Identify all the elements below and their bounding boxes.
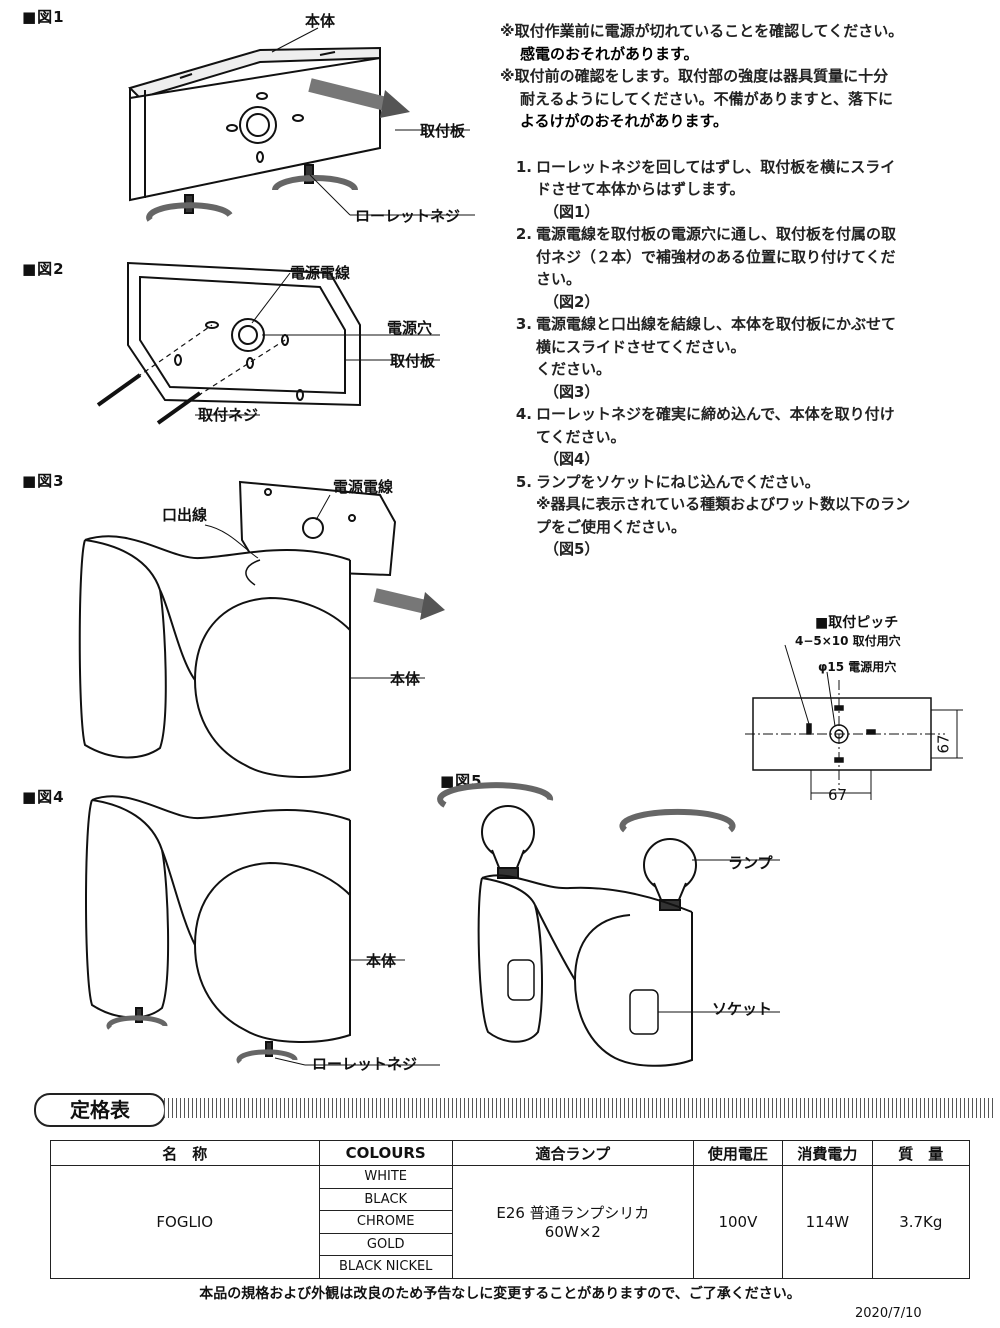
step-line: プをご使用ください。	[536, 517, 687, 536]
spec-lamp-line1: E26 普通ランプシリカ	[496, 1204, 650, 1223]
step-number: 3.	[515, 315, 532, 333]
pitch-power-hole-label: φ15 電源用穴	[818, 660, 897, 674]
spec-voltage: 100V	[692, 1165, 784, 1279]
fig2-wire-label: 電源電線	[290, 264, 351, 282]
step-figure-ref: （図3）	[544, 382, 600, 401]
spec-power: 114W	[782, 1165, 873, 1279]
colour-white: WHITE	[318, 1165, 453, 1189]
header-colours: COLOURS	[318, 1140, 453, 1166]
header-name: 名 称	[50, 1140, 320, 1166]
fig1-screw-label: ローレットネジ	[355, 207, 461, 225]
spec-lamp: E26 普通ランプシリカ 60W×2	[451, 1165, 694, 1279]
fig4-title: ■図4	[22, 788, 65, 806]
step-3: 3.電源電線と口出線を結線し、本体を取付板にかぶせて横にスライドさせてください。…	[500, 313, 980, 403]
colour-chrome: CHROME	[318, 1210, 453, 1234]
step-figure-ref: （図5）	[544, 540, 600, 558]
step-line: 電源電線と口出線を結線し、本体を取付板にかぶせて	[536, 315, 897, 333]
fig2-drawing	[96, 261, 440, 425]
step-line: 電源電線を取付板の電源穴に通し、取付板を付属の取	[536, 225, 897, 243]
warning-2a: ※取付前の確認をします。取付部の強度は器具質量に十分	[500, 67, 889, 85]
warning-2c: よるけがのおそれがあります。	[520, 112, 729, 130]
fig3-wire-label: 電源電線	[333, 478, 394, 496]
warning-2b: 耐えるようにしてください。不備がありますと、落下に	[520, 89, 894, 108]
fig1-plate-label: 取付板	[420, 122, 466, 140]
spec-table: 名 称 COLOURS 適合ランプ 使用電圧 消費電力 質 量 FOGLIO W…	[50, 1140, 971, 1279]
step-text: ローレットネジを回してはずし、取付板を横にスライドさせて本体からはずします。 （図…	[536, 156, 895, 224]
step-2: 2.電源電線を取付板の電源穴に通し、取付板を付属の取付ネジ（２本）で補強材のある…	[500, 223, 980, 313]
fig1-drawing	[128, 27, 475, 222]
step-number: 1.	[515, 157, 532, 176]
spec-lamp-line2: 60W×2	[544, 1223, 601, 1242]
fig1-body-label: 本体	[305, 12, 336, 30]
pitch-dim-vertical: 67	[934, 734, 953, 754]
step-line: てください。	[536, 427, 626, 446]
fig2-hole-label: 電源穴	[387, 319, 433, 337]
step-5: 5.ランプをソケットにねじ込んでください。 ※器具に表示されている種類およびワット…	[500, 471, 980, 561]
fig3-drawing	[78, 480, 445, 780]
step-line: 横にスライドさせてください。	[536, 337, 746, 356]
step-line: ※器具に表示されている種類およびワット数以下のラン	[536, 495, 911, 513]
colour-black: BLACK	[318, 1187, 453, 1211]
step-figure-ref: （図1）	[544, 202, 600, 221]
step-4: 4.ローレットネジを確実に締め込んで、本体を取り付けてください。 （図4）	[500, 403, 980, 471]
fig3-body-label: 本体	[390, 670, 421, 688]
step-line: ドさせて本体からはずします。	[536, 180, 745, 198]
fig1-title: ■図1	[22, 8, 65, 26]
pitch-holes-label: 4−5×10 取付用穴	[795, 634, 901, 648]
spec-weight: 3.7Kg	[871, 1165, 971, 1279]
spec-title: 定格表	[34, 1093, 166, 1127]
fig4-drawing	[85, 795, 440, 1066]
header-power: 消費電力	[782, 1140, 873, 1166]
pitch-title: ■取付ピッチ	[815, 615, 899, 631]
fig5-drawing	[437, 782, 780, 1067]
pitch-dim-horizontal: 67	[828, 786, 848, 804]
fig3-title: ■図3	[22, 472, 65, 490]
pitch-diagram	[745, 644, 963, 800]
spec-name: FOGLIO	[50, 1165, 320, 1279]
step-figure-ref: （図4）	[544, 450, 600, 468]
spec-title-hatch	[164, 1098, 996, 1118]
step-number: 5.	[515, 472, 532, 491]
step-number: 4.	[515, 405, 532, 423]
header-lamp: 適合ランプ	[451, 1140, 694, 1166]
warning-1a: ※取付作業前に電源が切れていることを確認してください。	[500, 22, 904, 40]
step-line: さい。	[536, 270, 582, 288]
header-weight: 質 量	[871, 1140, 971, 1166]
fig4-screw-label: ローレットネジ	[312, 1055, 418, 1073]
fig2-screw-label: 取付ネジ	[198, 406, 259, 424]
fig3-outlet-label: 口出線	[162, 506, 208, 524]
colour-gold: GOLD	[318, 1232, 453, 1256]
footer-note: 本品の規格および外観は改良のため予告なしに変更することがありますので、ご了承くだ…	[199, 1286, 801, 1302]
step-figure-ref: （図2）	[544, 292, 600, 311]
step-1: 1.ローレットネジを回してはずし、取付板を横にスライドさせて本体からはずします。…	[500, 156, 980, 224]
footer-date: 2020/7/10	[855, 1306, 922, 1321]
step-line: ローレットネジを確実に締め込んで、本体を取り付け	[536, 405, 895, 423]
fig5-lamp-label: ランプ	[728, 854, 773, 872]
colour-black-nickel: BLACK NICKEL	[318, 1255, 453, 1279]
warning-1b: 感電のおそれがあります。	[520, 44, 699, 63]
fig2-plate-label: 取付板	[390, 352, 436, 370]
step-text: ランプをソケットにねじ込んでください。 ※器具に表示されている種類およびワット数以…	[536, 471, 910, 561]
step-text: 電源電線と口出線を結線し、本体を取付板にかぶせて横にスライドさせてください。くだ…	[536, 313, 896, 403]
header-voltage: 使用電圧	[692, 1140, 784, 1166]
step-line: ランプをソケットにねじ込んでください。	[536, 472, 820, 491]
fig2-title: ■図2	[22, 260, 65, 278]
step-text: 電源電線を取付板の電源穴に通し、取付板を付属の取付ネジ（２本）で補強材のある位置…	[536, 223, 896, 313]
step-line: 付ネジ（２本）で補強材のある位置に取り付けてくだ	[536, 247, 896, 266]
step-line: ローレットネジを回してはずし、取付板を横にスライ	[536, 157, 896, 176]
step-number: 2.	[515, 225, 532, 243]
step-line: ください。	[536, 360, 612, 378]
step-text: ローレットネジを確実に締め込んで、本体を取り付けてください。 （図4）	[536, 403, 895, 471]
fig4-body-label: 本体	[366, 952, 397, 970]
instructions: ※取付作業前に電源が切れていることを確認してください。 感電のおそれがあります。…	[500, 20, 980, 561]
fig5-socket-label: ソケット	[712, 1000, 773, 1018]
